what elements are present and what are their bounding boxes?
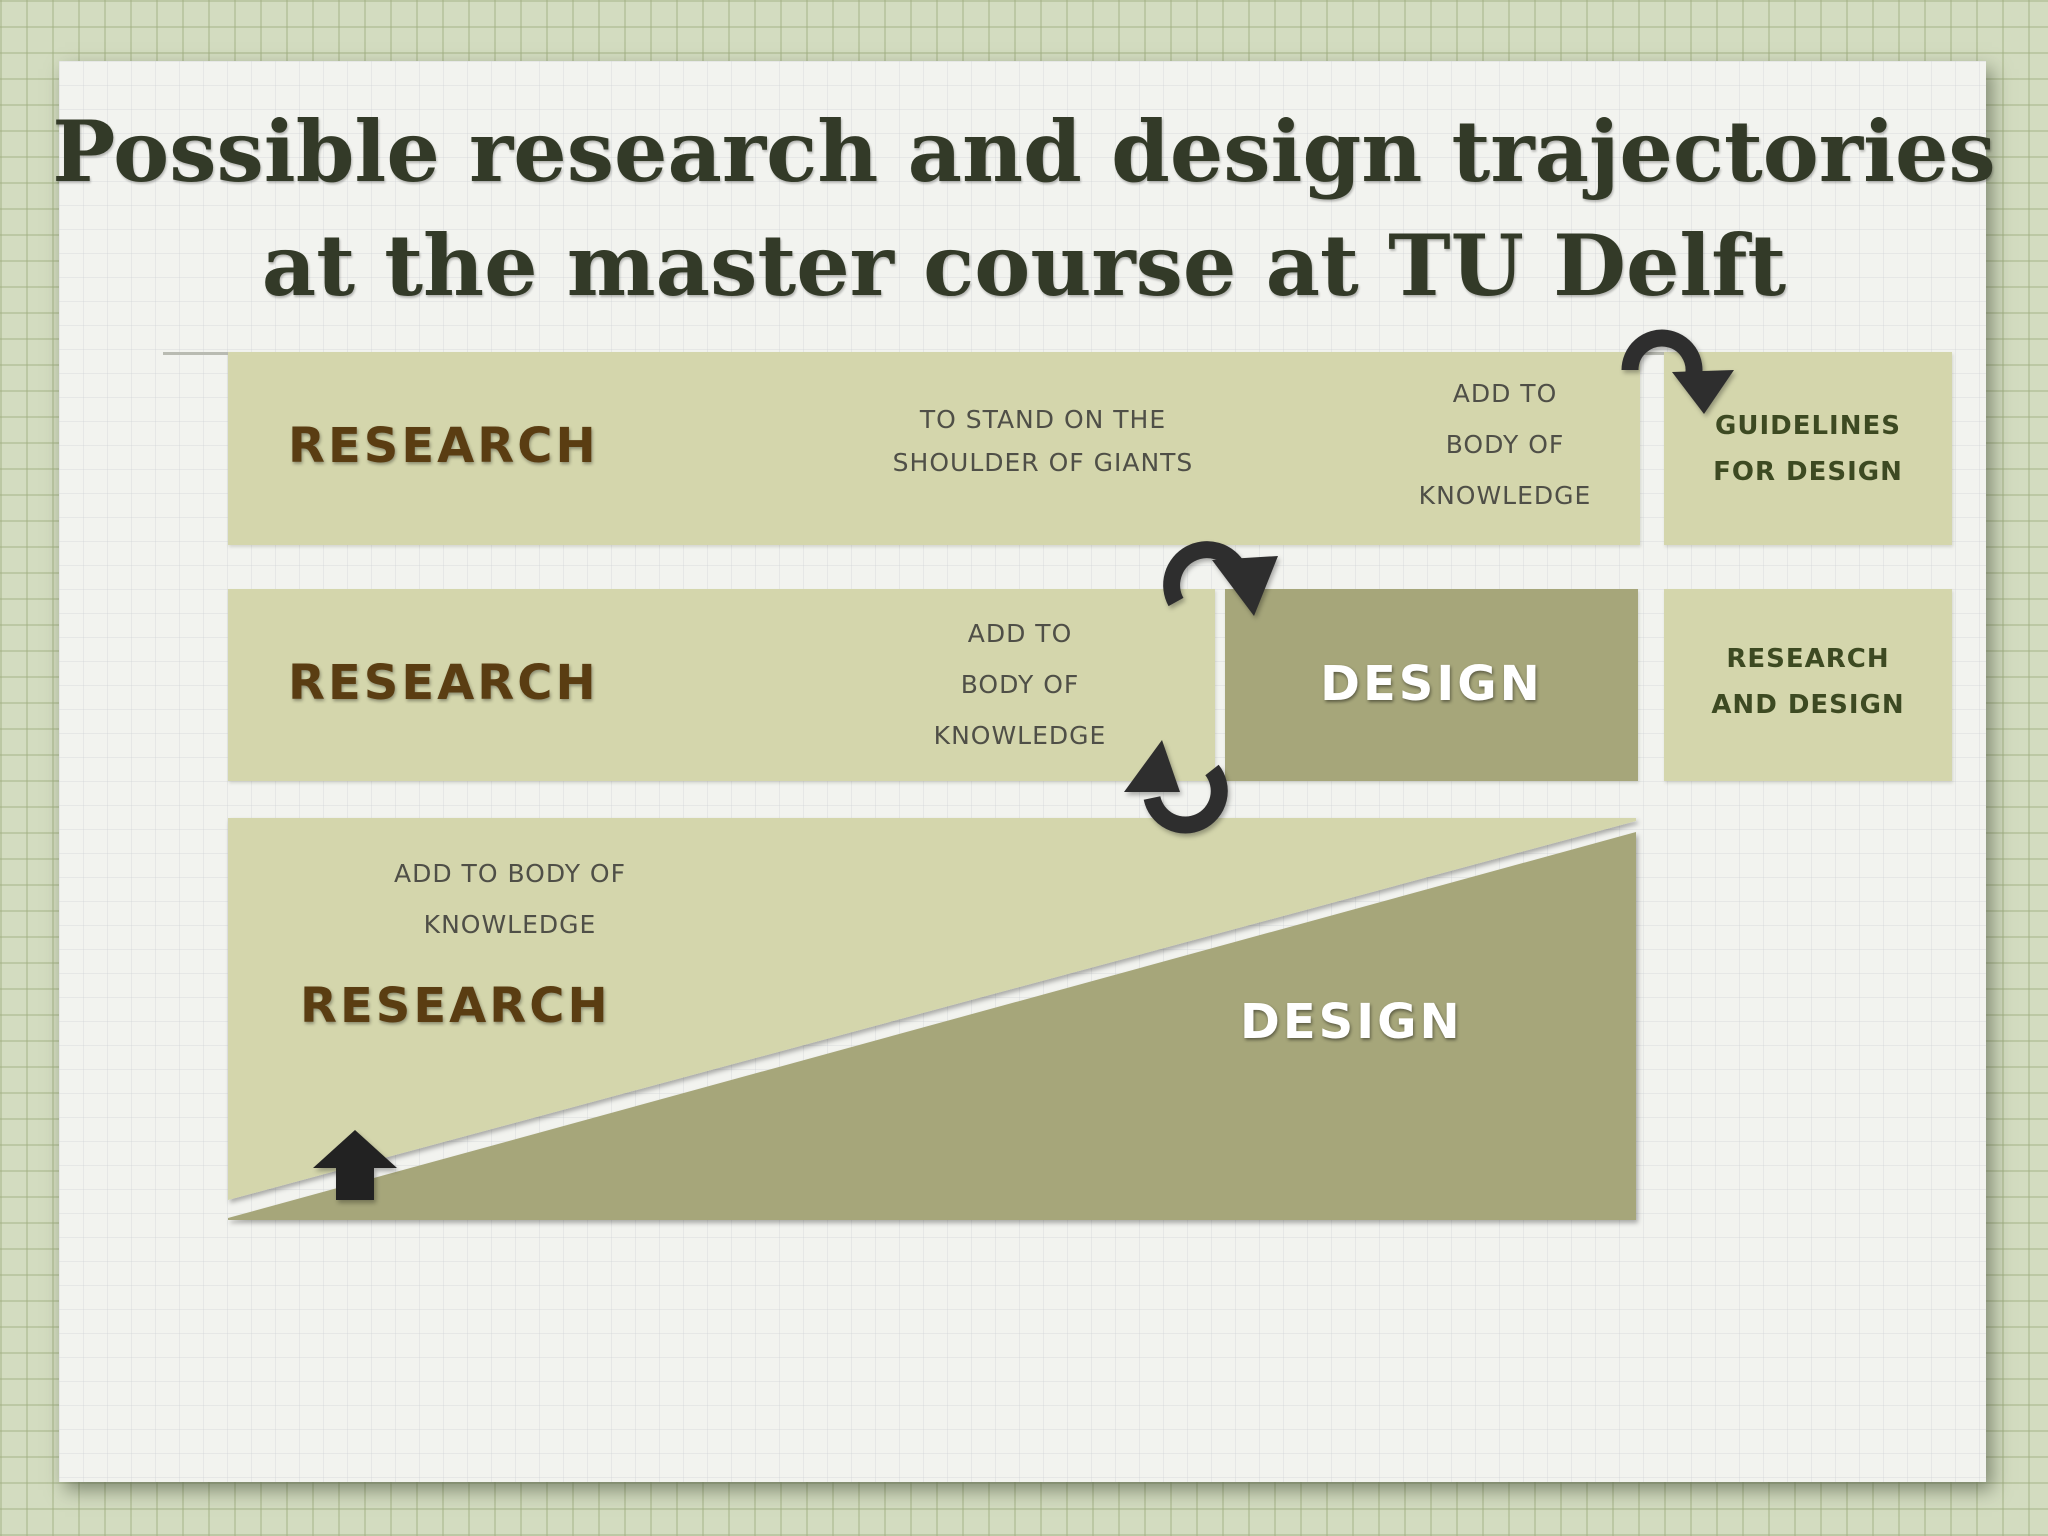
row3-add-line-1: ADD TO BODY OF <box>394 859 626 888</box>
row2-add-line-2: BODY OF <box>960 670 1080 699</box>
row1-add-line-2: BODY OF <box>1445 430 1565 459</box>
row1-side-line-2: FOR DESIGN <box>1713 457 1903 487</box>
row3-design-label: DESIGN <box>1240 994 1463 1050</box>
row2-side-box <box>1664 589 1952 781</box>
loop-arrow-icon-top-right <box>1621 329 1734 414</box>
row2-research-box <box>228 589 1215 781</box>
up-arrow-icon <box>313 1130 397 1200</box>
row2-side-label: RESEARCH AND DESIGN <box>1664 636 1952 728</box>
row1-side-label: GUIDELINES FOR DESIGN <box>1664 403 1952 495</box>
title-line-2: at the master course at TU Delft <box>261 216 1787 315</box>
row2-design-label: DESIGN <box>1320 656 1543 712</box>
row1-giants-line-2: SHOULDER OF GIANTS <box>892 448 1194 477</box>
row1-add-line-1: ADD TO <box>1452 379 1558 408</box>
row3-research-area <box>228 818 1636 1200</box>
row1-research-label: RESEARCH <box>288 418 599 474</box>
row1-giants-note: TO STAND ON THE SHOULDER OF GIANTS <box>838 398 1248 484</box>
row2-design-box <box>1225 589 1638 781</box>
row2-research-label: RESEARCH <box>288 655 599 711</box>
slide-title: Possible research and design trajectorie… <box>0 95 2048 323</box>
row1-side-line-1: GUIDELINES <box>1715 411 1901 441</box>
loop-arrow-icon-middle <box>1163 541 1278 616</box>
title-line-1: Possible research and design trajectorie… <box>52 102 1996 201</box>
loop-arrow-icon-lower <box>1124 740 1228 834</box>
row1-add-line-3: KNOWLEDGE <box>1418 481 1592 510</box>
row1-research-box <box>228 352 1640 545</box>
row3-add-line-2: KNOWLEDGE <box>423 910 597 939</box>
row1-add-knowledge-note: ADD TO BODY OF KNOWLEDGE <box>1360 368 1650 521</box>
row2-side-line-1: RESEARCH <box>1726 644 1890 674</box>
row3-add-knowledge-note: ADD TO BODY OF KNOWLEDGE <box>330 848 690 950</box>
row2-add-line-3: KNOWLEDGE <box>933 721 1107 750</box>
row3-panel <box>228 818 1636 1220</box>
row2-side-line-2: AND DESIGN <box>1711 690 1905 720</box>
row1-giants-line-1: TO STAND ON THE <box>919 405 1167 434</box>
row3-design-area <box>228 832 1636 1220</box>
row3-research-label: RESEARCH <box>300 978 611 1034</box>
row2-add-knowledge-note: ADD TO BODY OF KNOWLEDGE <box>880 608 1160 761</box>
row2-add-line-1: ADD TO <box>967 619 1073 648</box>
